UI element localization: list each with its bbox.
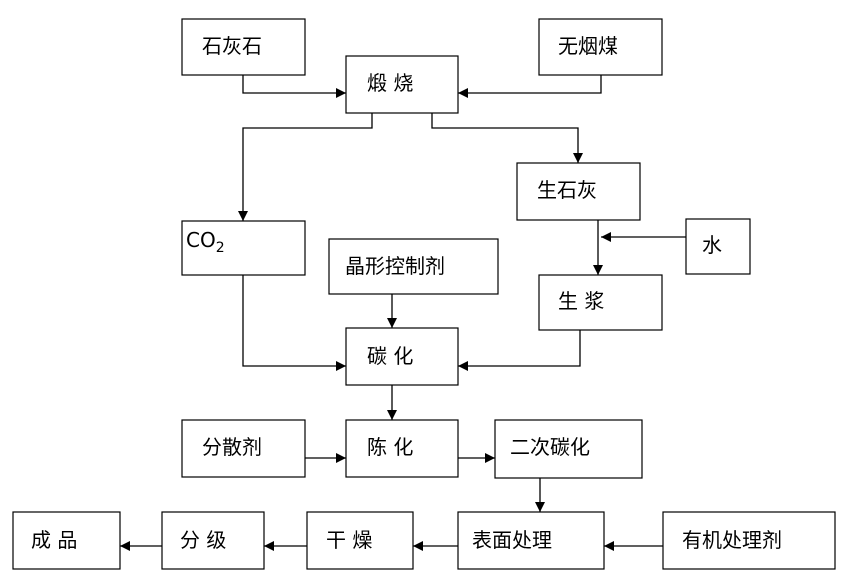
edge-co2-to-carbonation <box>242 275 346 371</box>
node-calcination: 煅 烧 <box>345 55 459 114</box>
node-dispersant: 分散剂 <box>181 419 306 478</box>
node-carbonation: 碳 化 <box>345 327 459 386</box>
edges <box>120 75 686 551</box>
node-crystal-control-label: 晶形控制剂 <box>345 254 445 278</box>
node-classification-label: 分 级 <box>180 528 226 552</box>
node-calcination-label: 煅 烧 <box>367 71 413 95</box>
node-anthracite: 无烟煤 <box>538 18 663 76</box>
edge-calcination-to-quicklime <box>431 113 583 163</box>
node-surface-treatment: 表面处理 <box>457 511 605 570</box>
edge-slurry-to-carbonation <box>458 330 581 371</box>
node-co2-label: CO2 <box>186 228 225 256</box>
node-surface-treatment-label: 表面处理 <box>472 528 552 552</box>
edge-limestone-to-calcination <box>242 75 346 98</box>
node-aging: 陈 化 <box>345 419 459 478</box>
edge-calcination-to-co2 <box>238 113 373 221</box>
node-quicklime-label: 生石灰 <box>537 178 597 202</box>
node-water: 水 <box>685 218 751 275</box>
node-water-label: 水 <box>702 233 722 257</box>
node-organic-treatment-agent: 有机处理剂 <box>662 511 836 570</box>
node-carbonation-label: 碳 化 <box>367 344 413 368</box>
node-limestone-label: 石灰石 <box>202 34 262 58</box>
node-crystal-control-agent: 晶形控制剂 <box>328 238 499 295</box>
node-limestone: 石灰石 <box>181 18 306 76</box>
node-co2-base: CO <box>186 228 216 252</box>
node-product: 成 品 <box>12 511 121 570</box>
node-second-carbonation: 二次碳化 <box>494 419 643 479</box>
node-slurry-label: 生 浆 <box>558 289 604 313</box>
node-co2-subscript: 2 <box>216 240 225 256</box>
node-dispersant-label: 分散剂 <box>202 435 262 459</box>
node-co2: CO2 <box>181 220 306 276</box>
node-drying-label: 干 燥 <box>326 528 372 552</box>
edge-anthracite-to-calcination <box>458 75 602 98</box>
node-quicklime: 生石灰 <box>516 162 641 221</box>
node-slurry: 生 浆 <box>538 274 663 331</box>
node-anthracite-label: 无烟煤 <box>558 34 618 58</box>
node-aging-label: 陈 化 <box>367 435 413 459</box>
node-product-label: 成 品 <box>31 528 77 552</box>
node-drying: 干 燥 <box>306 511 414 570</box>
node-second-carbonation-label: 二次碳化 <box>510 435 590 459</box>
node-organic-agent-label: 有机处理剂 <box>682 528 782 552</box>
node-classification: 分 级 <box>161 511 265 570</box>
